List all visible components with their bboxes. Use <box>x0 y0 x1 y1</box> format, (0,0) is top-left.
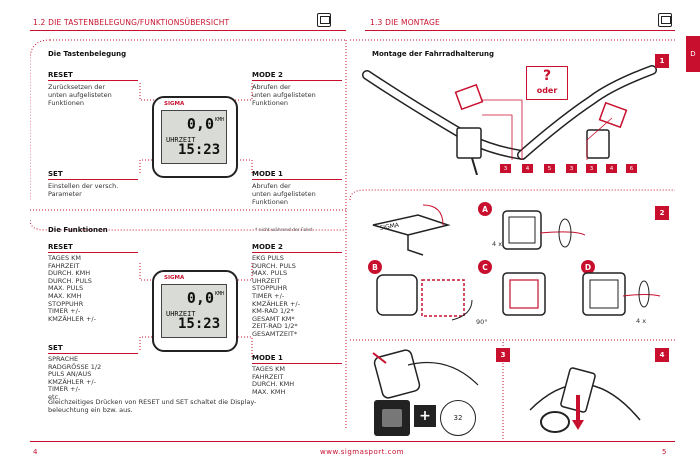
page-number-right: 5 <box>662 448 667 456</box>
bracket-c-illustration <box>502 272 546 316</box>
part-chip-r1: 3 <box>566 164 577 173</box>
device-icon-right <box>658 13 672 27</box>
step-badge-2: 2 <box>655 206 669 220</box>
reset-description: Zurücksetzen der unten aufgelisteten Fun… <box>48 83 112 107</box>
functions-reset-label: RESET <box>48 243 73 251</box>
footer-rule <box>30 441 675 442</box>
bracket-illustration: SIGMA <box>372 204 451 256</box>
right-page-frames <box>349 39 675 440</box>
part-chip-r2: 3 <box>586 164 597 173</box>
battery-compartment-photo <box>374 400 410 436</box>
svg-text:SIGMA: SIGMA <box>379 222 400 232</box>
functions-mode2-label: MODE 2 <box>252 243 283 251</box>
bike-computer-device: SIGMA 0,0 KMH UHRZEIT 15:23 <box>152 96 238 178</box>
mode1-label: MODE 1 <box>252 170 283 178</box>
part-chip-5: 5 <box>544 164 555 173</box>
step-letter-c: C <box>478 260 492 274</box>
part-chip-r4: 6 <box>626 164 637 173</box>
page-number-left: 4 <box>33 448 38 456</box>
speed-unit-2: KMH <box>214 291 224 297</box>
mode2-underline <box>252 80 342 81</box>
set-description: Einstellen der versch. Parameter <box>48 182 119 198</box>
header-rule-right <box>365 30 675 31</box>
rotation-angle: 90° <box>476 318 488 326</box>
section-title-funktionen: Die Funktionen <box>48 226 108 234</box>
functions-mode1-label: MODE 1 <box>252 354 283 362</box>
backlight-note: Gleichzeitiges Drücken von RESET und SET… <box>48 398 257 414</box>
mode1-description: Abrufen der unten aufgelisteten Funktion… <box>252 182 316 206</box>
part-chip-3: 3 <box>500 164 511 173</box>
reset-underline <box>48 80 138 81</box>
alternative-box: ? oder <box>526 66 568 100</box>
set-label: SET <box>48 170 63 178</box>
handlebar-illustration <box>362 65 657 175</box>
right-page-header: 1.3 DIE MONTAGE <box>370 18 440 27</box>
step-badge-1: 1 <box>655 54 669 68</box>
functions-set-label: SET <box>48 344 63 352</box>
section-title-tastenbelegung: Die Tastenbelegung <box>48 50 127 58</box>
bracket-a-illustration <box>502 210 585 250</box>
functions-reset-underline <box>48 252 138 253</box>
functions-connector-lines <box>139 263 253 357</box>
step-badge-4: 4 <box>655 348 669 362</box>
step-letter-d: D <box>581 260 595 274</box>
plus-sign: + <box>414 405 436 427</box>
header-rule <box>30 30 346 31</box>
functions-set-list: SPRACHE RADGRÖSSE 1/2 PULS AN/AUS KMZÄHL… <box>48 355 102 401</box>
functions-mode2-list: EKG PULS DURCH. PULS MAX. PULS UHRZEIT S… <box>252 254 300 338</box>
left-page-frame <box>30 39 347 430</box>
hand-device-illustration <box>372 349 479 399</box>
functions-mode2-underline <box>252 252 342 253</box>
website-link[interactable]: www.sigmasport.com <box>320 448 405 456</box>
part-chip-4: 4 <box>522 164 533 173</box>
mode2-label: MODE 2 <box>252 71 283 79</box>
functions-mode1-underline <box>252 363 342 364</box>
part-chip-r3: 4 <box>606 164 617 173</box>
footnote: * nicht während der Fahrt <box>255 228 313 233</box>
mode-label-2: UHRZEIT <box>166 310 196 318</box>
mount-title: Montage der Fahrradhalterung <box>372 50 495 58</box>
reset-label: RESET <box>48 71 73 79</box>
time-readout-2: 15:23 <box>178 316 221 332</box>
step-letter-b: B <box>368 260 382 274</box>
device-screen: 0,0 KMH UHRZEIT 15:23 <box>161 110 227 164</box>
mode1-underline <box>252 179 342 180</box>
times-4-a: 4 x <box>492 240 503 248</box>
step-badge-3: 3 <box>496 348 510 362</box>
bike-computer-device-2: SIGMA 0,0 KMH UHRZEIT 15:23 <box>152 270 238 352</box>
device-screen-2: 0,0 KMH UHRZEIT 15:23 <box>161 284 227 338</box>
speed-unit: KMH <box>214 117 224 123</box>
device-brand-2: SIGMA <box>164 275 185 281</box>
device-brand: SIGMA <box>164 101 185 107</box>
language-tab[interactable]: D <box>686 36 700 72</box>
device-mounting-illustration <box>529 367 641 433</box>
step-letter-a: A <box>478 202 492 216</box>
mode-label: UHRZEIT <box>166 136 196 144</box>
set-underline <box>48 179 138 180</box>
functions-reset-list: TAGES KM FAHRZEIT DURCH. KMH DURCH. PULS… <box>48 254 96 323</box>
left-page-header: 1.2 DIE TASTENBELEGUNG/FUNKTIONSÜBERSICH… <box>33 18 230 27</box>
times-4-b: 4 x <box>636 317 647 325</box>
device-icon <box>317 13 331 27</box>
time-readout: 15:23 <box>178 142 221 158</box>
functions-mode1-list: TAGES KM FAHRZEIT DURCH. KMH MAX. KMH <box>252 365 295 396</box>
bracket-b-illustration <box>376 274 473 321</box>
question-mark: ? <box>542 68 552 84</box>
bracket-d-illustration <box>582 272 661 316</box>
speed-readout-2: 0,0 <box>186 289 214 307</box>
battery-cell: 32 <box>440 400 476 436</box>
oder-label: oder <box>536 86 558 95</box>
button-connector-lines <box>139 83 253 173</box>
functions-set-underline <box>48 353 138 354</box>
speed-readout: 0,0 <box>186 115 214 133</box>
mode2-description: Abrufen der unten aufgelisteten Funktion… <box>252 83 316 107</box>
